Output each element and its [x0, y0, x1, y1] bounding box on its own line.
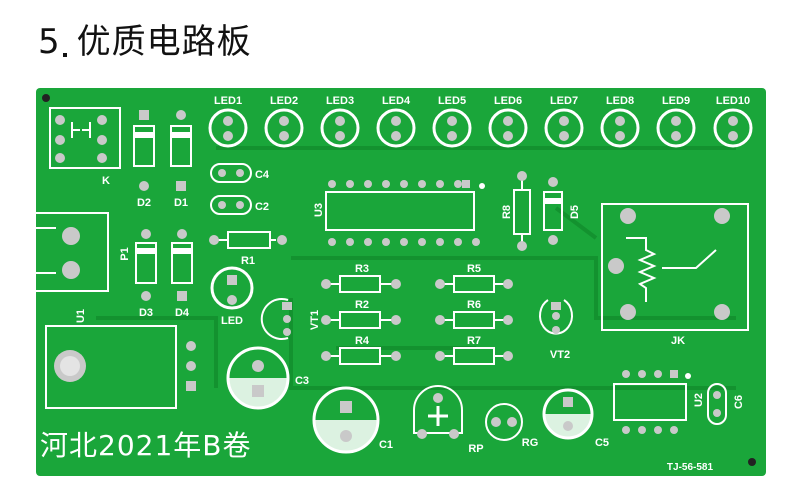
label-r6: R6	[467, 299, 481, 311]
diode-d4: D4	[171, 229, 193, 319]
capacitor-c5: C5	[542, 388, 609, 449]
label-c5: C5	[595, 437, 609, 449]
capacitor-c6: C6	[707, 383, 745, 425]
label-k: K	[102, 175, 110, 187]
pcb-board: LED1 LED2 LED3 LED4 LED5 LED6 LED7 LED8 …	[36, 88, 766, 476]
led-label: LED6	[494, 95, 522, 107]
led-label: LED10	[716, 95, 750, 107]
heading-title: 优质电路板	[76, 22, 252, 62]
label-rp: RP	[468, 443, 483, 455]
label-u3: U3	[313, 203, 325, 217]
label-jk: JK	[671, 335, 685, 347]
led-single: LED	[210, 266, 254, 327]
label-r3: R3	[355, 263, 369, 275]
connector-p1: P1	[36, 212, 131, 292]
label-r5: R5	[467, 263, 481, 275]
led-label: LED2	[270, 95, 298, 107]
watermark: 河北2021年B卷	[40, 429, 252, 462]
resistor-r1: R1	[209, 231, 287, 267]
label-u2: U2	[693, 393, 705, 407]
diode-d1: D1	[170, 110, 192, 209]
label-c2: C2	[255, 201, 269, 213]
switch-k: K	[49, 107, 121, 187]
heading-number: 5	[38, 22, 61, 62]
photoresistor-rg: RG	[485, 403, 539, 449]
page-heading: 5 优质电路板	[38, 14, 252, 63]
label-r7: R7	[467, 335, 481, 347]
diode-d3: D3	[135, 229, 157, 319]
resistor-r3: R3	[321, 263, 401, 293]
label-c6: C6	[733, 395, 745, 409]
capacitor-c2: C2	[210, 195, 269, 215]
mount-hole	[42, 94, 50, 102]
label-u1: U1	[75, 309, 87, 323]
relay-jk: JK	[601, 203, 749, 347]
label-c4: C4	[255, 169, 270, 181]
label-vt2: VT2	[550, 349, 570, 361]
led-label: LED1	[214, 95, 242, 107]
mount-hole	[748, 458, 756, 466]
transistor-vt2: VT2	[539, 299, 573, 361]
led-label: LED7	[550, 95, 578, 107]
led-label: LED5	[438, 95, 466, 107]
label-d5: D5	[569, 205, 581, 219]
label-d4: D4	[175, 307, 190, 319]
label-d3: D3	[139, 307, 153, 319]
label-r1: R1	[241, 255, 255, 267]
label-c3: C3	[295, 375, 309, 387]
label-r8: R8	[501, 205, 513, 219]
label-c1: C1	[379, 439, 393, 451]
heading-dot	[62, 53, 67, 57]
label-d1: D1	[174, 197, 188, 209]
board-code: TJ-56-581	[667, 462, 714, 473]
label-r4: R4	[355, 335, 370, 347]
label-vt1: VT1	[309, 310, 321, 330]
label-p1: P1	[119, 247, 131, 260]
led-label: LED9	[662, 95, 690, 107]
led-row: LED1 LED2 LED3 LED4 LED5 LED6 LED7 LED8 …	[208, 95, 753, 148]
copper-traces	[96, 146, 736, 390]
potentiometer-rp: RP	[413, 385, 484, 455]
resistor-r2: R2	[321, 299, 401, 329]
ic-u2: U2	[613, 370, 705, 434]
label-led: LED	[221, 315, 243, 327]
diode-d2: D2	[133, 110, 155, 209]
led-label: LED4	[382, 95, 411, 107]
transistor-vt1: VT1	[260, 298, 321, 340]
capacitor-c4: C4	[210, 163, 270, 183]
label-rg: RG	[522, 437, 539, 449]
label-r2: R2	[355, 299, 369, 311]
resistor-r6: R6	[435, 299, 513, 329]
diode-d5: D5	[543, 177, 581, 245]
capacitor-c3: C3	[226, 346, 309, 410]
label-d2: D2	[137, 197, 151, 209]
regulator-u1: U1	[45, 309, 196, 409]
resistor-r8: R8	[501, 171, 531, 251]
resistor-r4: R4	[321, 335, 401, 365]
resistor-r7: R7	[435, 335, 513, 365]
led-label: LED3	[326, 95, 354, 107]
pcb-substrate	[36, 88, 766, 476]
capacitor-c1: C1	[312, 386, 393, 454]
ic-u3: U3	[313, 180, 485, 246]
led-label: LED8	[606, 95, 634, 107]
resistor-r5: R5	[435, 263, 513, 293]
